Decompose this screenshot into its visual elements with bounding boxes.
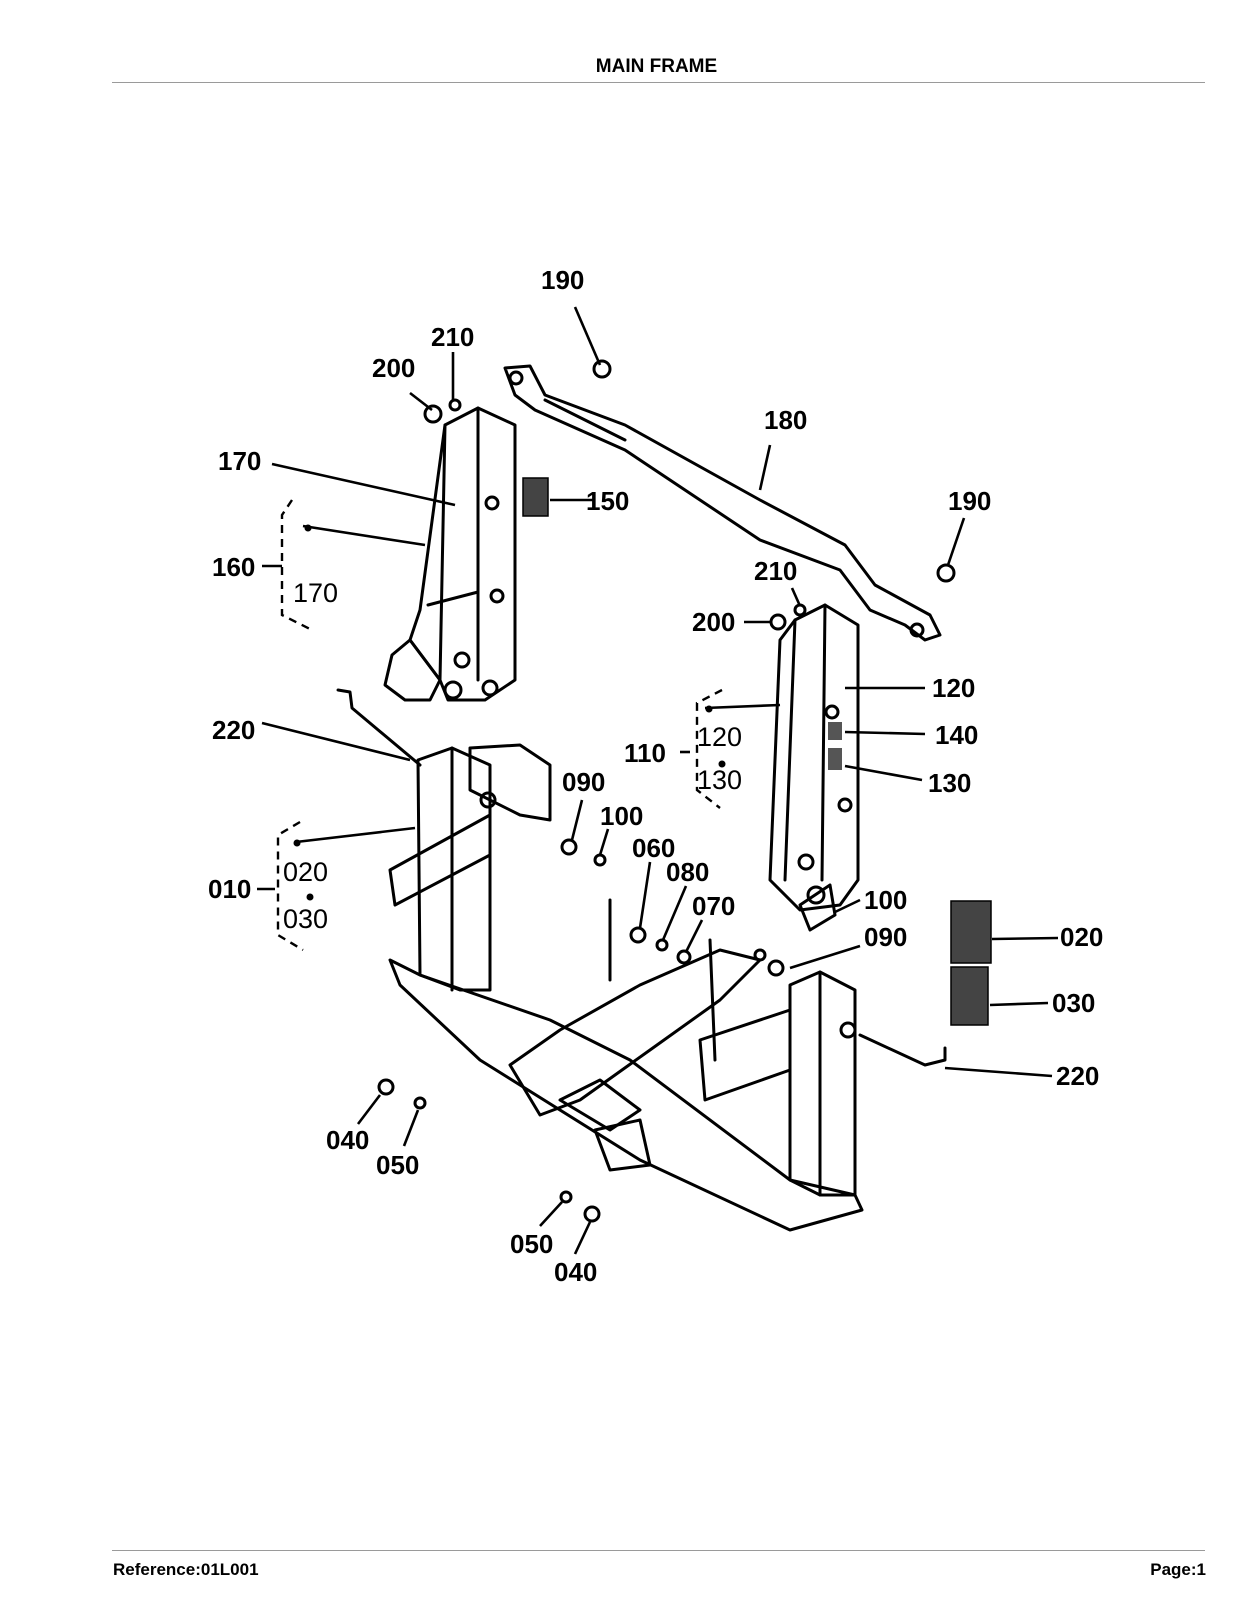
callout-120: 120 (932, 673, 975, 703)
callout-050: 050 (376, 1150, 419, 1180)
callout-120-kit: 120 (697, 722, 742, 752)
callout-190: 190 (948, 486, 991, 516)
cross-bar (503, 364, 942, 642)
callout-070: 070 (692, 891, 735, 921)
callout-090: 090 (562, 767, 605, 797)
callout-040: 040 (326, 1125, 369, 1155)
rod-right (858, 1033, 947, 1067)
fasteners (377, 359, 956, 1223)
callout-030: 030 (1052, 988, 1095, 1018)
callout-020: 020 (1060, 922, 1103, 952)
callout-200: 200 (692, 607, 735, 637)
page-number: Page:1 (1150, 1560, 1206, 1579)
hatched-label-150 (522, 477, 549, 517)
callout-170-kit: 170 (293, 578, 338, 608)
callout-080: 080 (666, 857, 709, 887)
kit-brackets (276, 499, 723, 952)
callout-190: 190 (541, 265, 584, 295)
callout-090: 090 (864, 922, 907, 952)
callout-100: 100 (864, 885, 907, 915)
callout-150: 150 (586, 486, 629, 516)
callout-040: 040 (554, 1257, 597, 1287)
callout-130: 130 (928, 768, 971, 798)
left-lower-post (388, 743, 552, 992)
footer-divider (112, 1550, 1205, 1551)
callout-170: 170 (218, 446, 261, 476)
header-divider (112, 82, 1205, 83)
callout-210: 210 (754, 556, 797, 586)
callout-180: 180 (764, 405, 807, 435)
left-upper-post (383, 406, 517, 702)
callout-210: 210 (431, 322, 474, 352)
callout-050: 050 (510, 1229, 553, 1259)
base-frame (388, 898, 864, 1232)
callout-140: 140 (935, 720, 978, 750)
callout-220: 220 (1056, 1061, 1099, 1091)
kit-dots (293, 524, 726, 901)
callout-020-kit: 020 (283, 857, 328, 887)
right-upper-post (768, 603, 860, 932)
callout-110: 110 (624, 738, 666, 768)
page-title: MAIN FRAME (595, 56, 718, 77)
reference-label: Reference:01L001 (113, 1560, 259, 1579)
leader-lines (257, 306, 1059, 1255)
callout-060: 060 (632, 833, 675, 863)
rod-left (336, 688, 422, 767)
callout-010: 010 (208, 874, 251, 904)
callout-030-kit: 030 (283, 904, 328, 934)
callout-labels: 190 210 200 180 170 150 160 170 190 210 … (208, 265, 1103, 1287)
callout-160: 160 (212, 552, 255, 582)
callout-220: 220 (212, 715, 255, 745)
right-lower-post (698, 970, 857, 1197)
callout-200: 200 (372, 353, 415, 383)
callout-130-kit: 130 (697, 765, 742, 795)
callout-100: 100 (600, 801, 643, 831)
hatched-labels-020-030 (950, 900, 992, 1026)
